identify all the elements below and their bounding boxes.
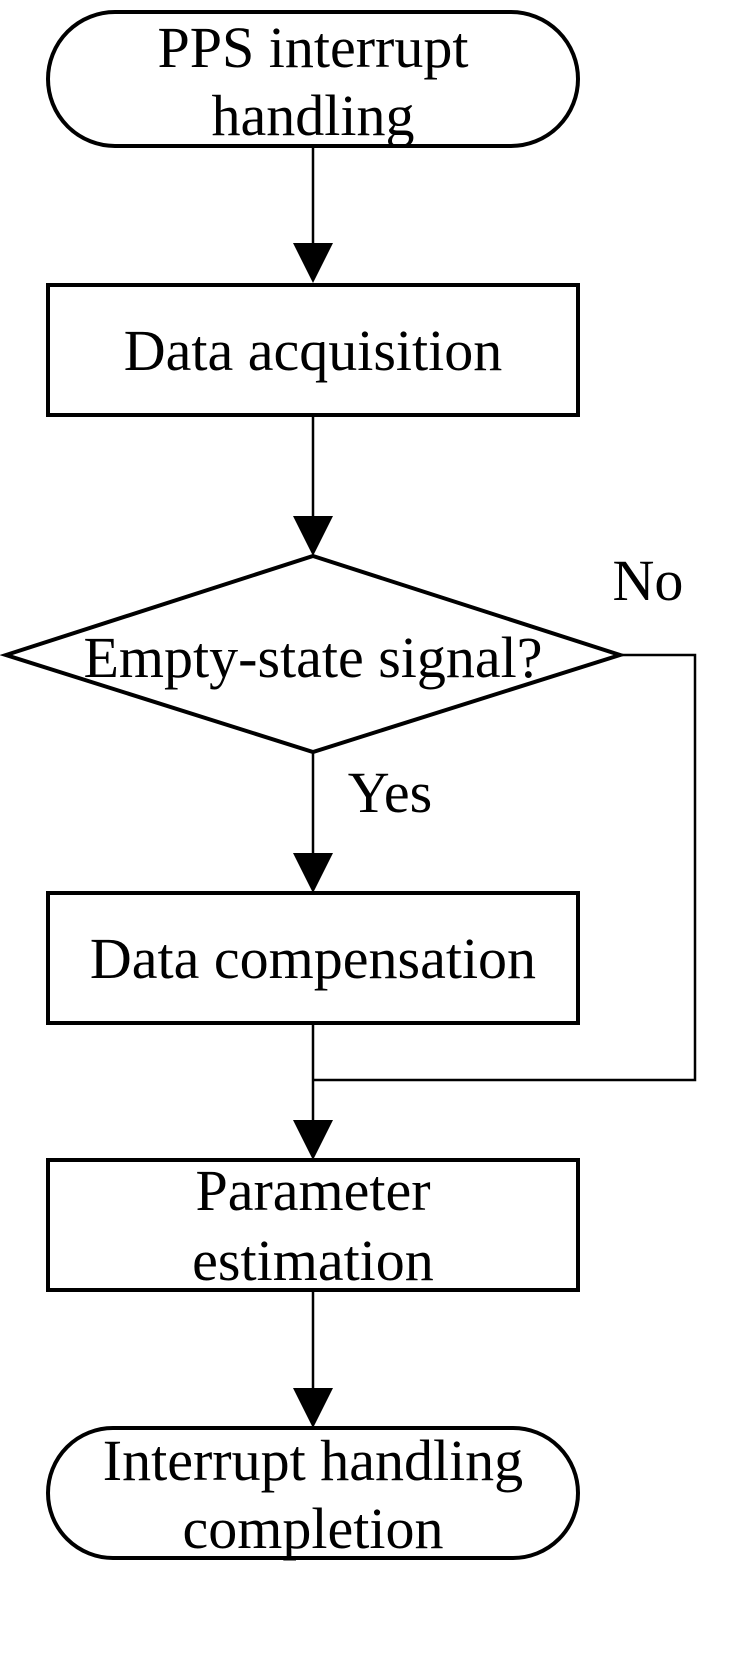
data-compensation-label: Data compensation — [90, 926, 536, 991]
arrowhead — [293, 853, 333, 893]
data-acquisition-box — [46, 283, 580, 417]
yes-branch: Yes — [293, 752, 432, 893]
start-label-line2: handling — [212, 83, 415, 148]
start-label-line1: PPS interrupt — [158, 15, 469, 80]
data-compensation-box — [46, 891, 580, 1025]
yes-label: Yes — [348, 760, 432, 825]
no-label: No — [613, 548, 684, 613]
arrowhead — [293, 516, 333, 556]
data-acquisition-node: Data acquisition — [46, 283, 580, 417]
arrow-start-to-acquisition — [293, 146, 333, 283]
arrow-acquisition-to-decision — [293, 415, 333, 556]
parameter-estimation-box — [46, 1158, 580, 1292]
data-compensation-node: Data compensation — [46, 891, 580, 1025]
data-acquisition-label: Data acquisition — [124, 318, 503, 383]
arrowhead — [293, 1120, 333, 1160]
parameter-estimation-node: Parameter estimation — [46, 1158, 580, 1293]
start-node: PPS interrupt handling — [46, 10, 580, 148]
end-label-line1: Interrupt handling — [103, 1428, 523, 1493]
arrow-estimation-to-end — [293, 1290, 333, 1428]
arrowhead — [293, 1388, 333, 1428]
parameter-estimation-label-line1: Parameter — [195, 1158, 430, 1223]
end-terminator-shape — [46, 1426, 580, 1560]
arrowhead — [293, 243, 333, 283]
arrow-compensation-to-estimation — [293, 1023, 333, 1160]
decision-label: Empty-state signal? — [83, 625, 542, 690]
end-node: Interrupt handling completion — [46, 1426, 580, 1561]
no-branch: No — [313, 548, 697, 1082]
parameter-estimation-label-line2: estimation — [192, 1228, 434, 1293]
no-bypass-connector — [313, 653, 697, 1082]
decision-node: Empty-state signal? — [0, 553, 627, 755]
end-label-line2: completion — [183, 1496, 444, 1561]
